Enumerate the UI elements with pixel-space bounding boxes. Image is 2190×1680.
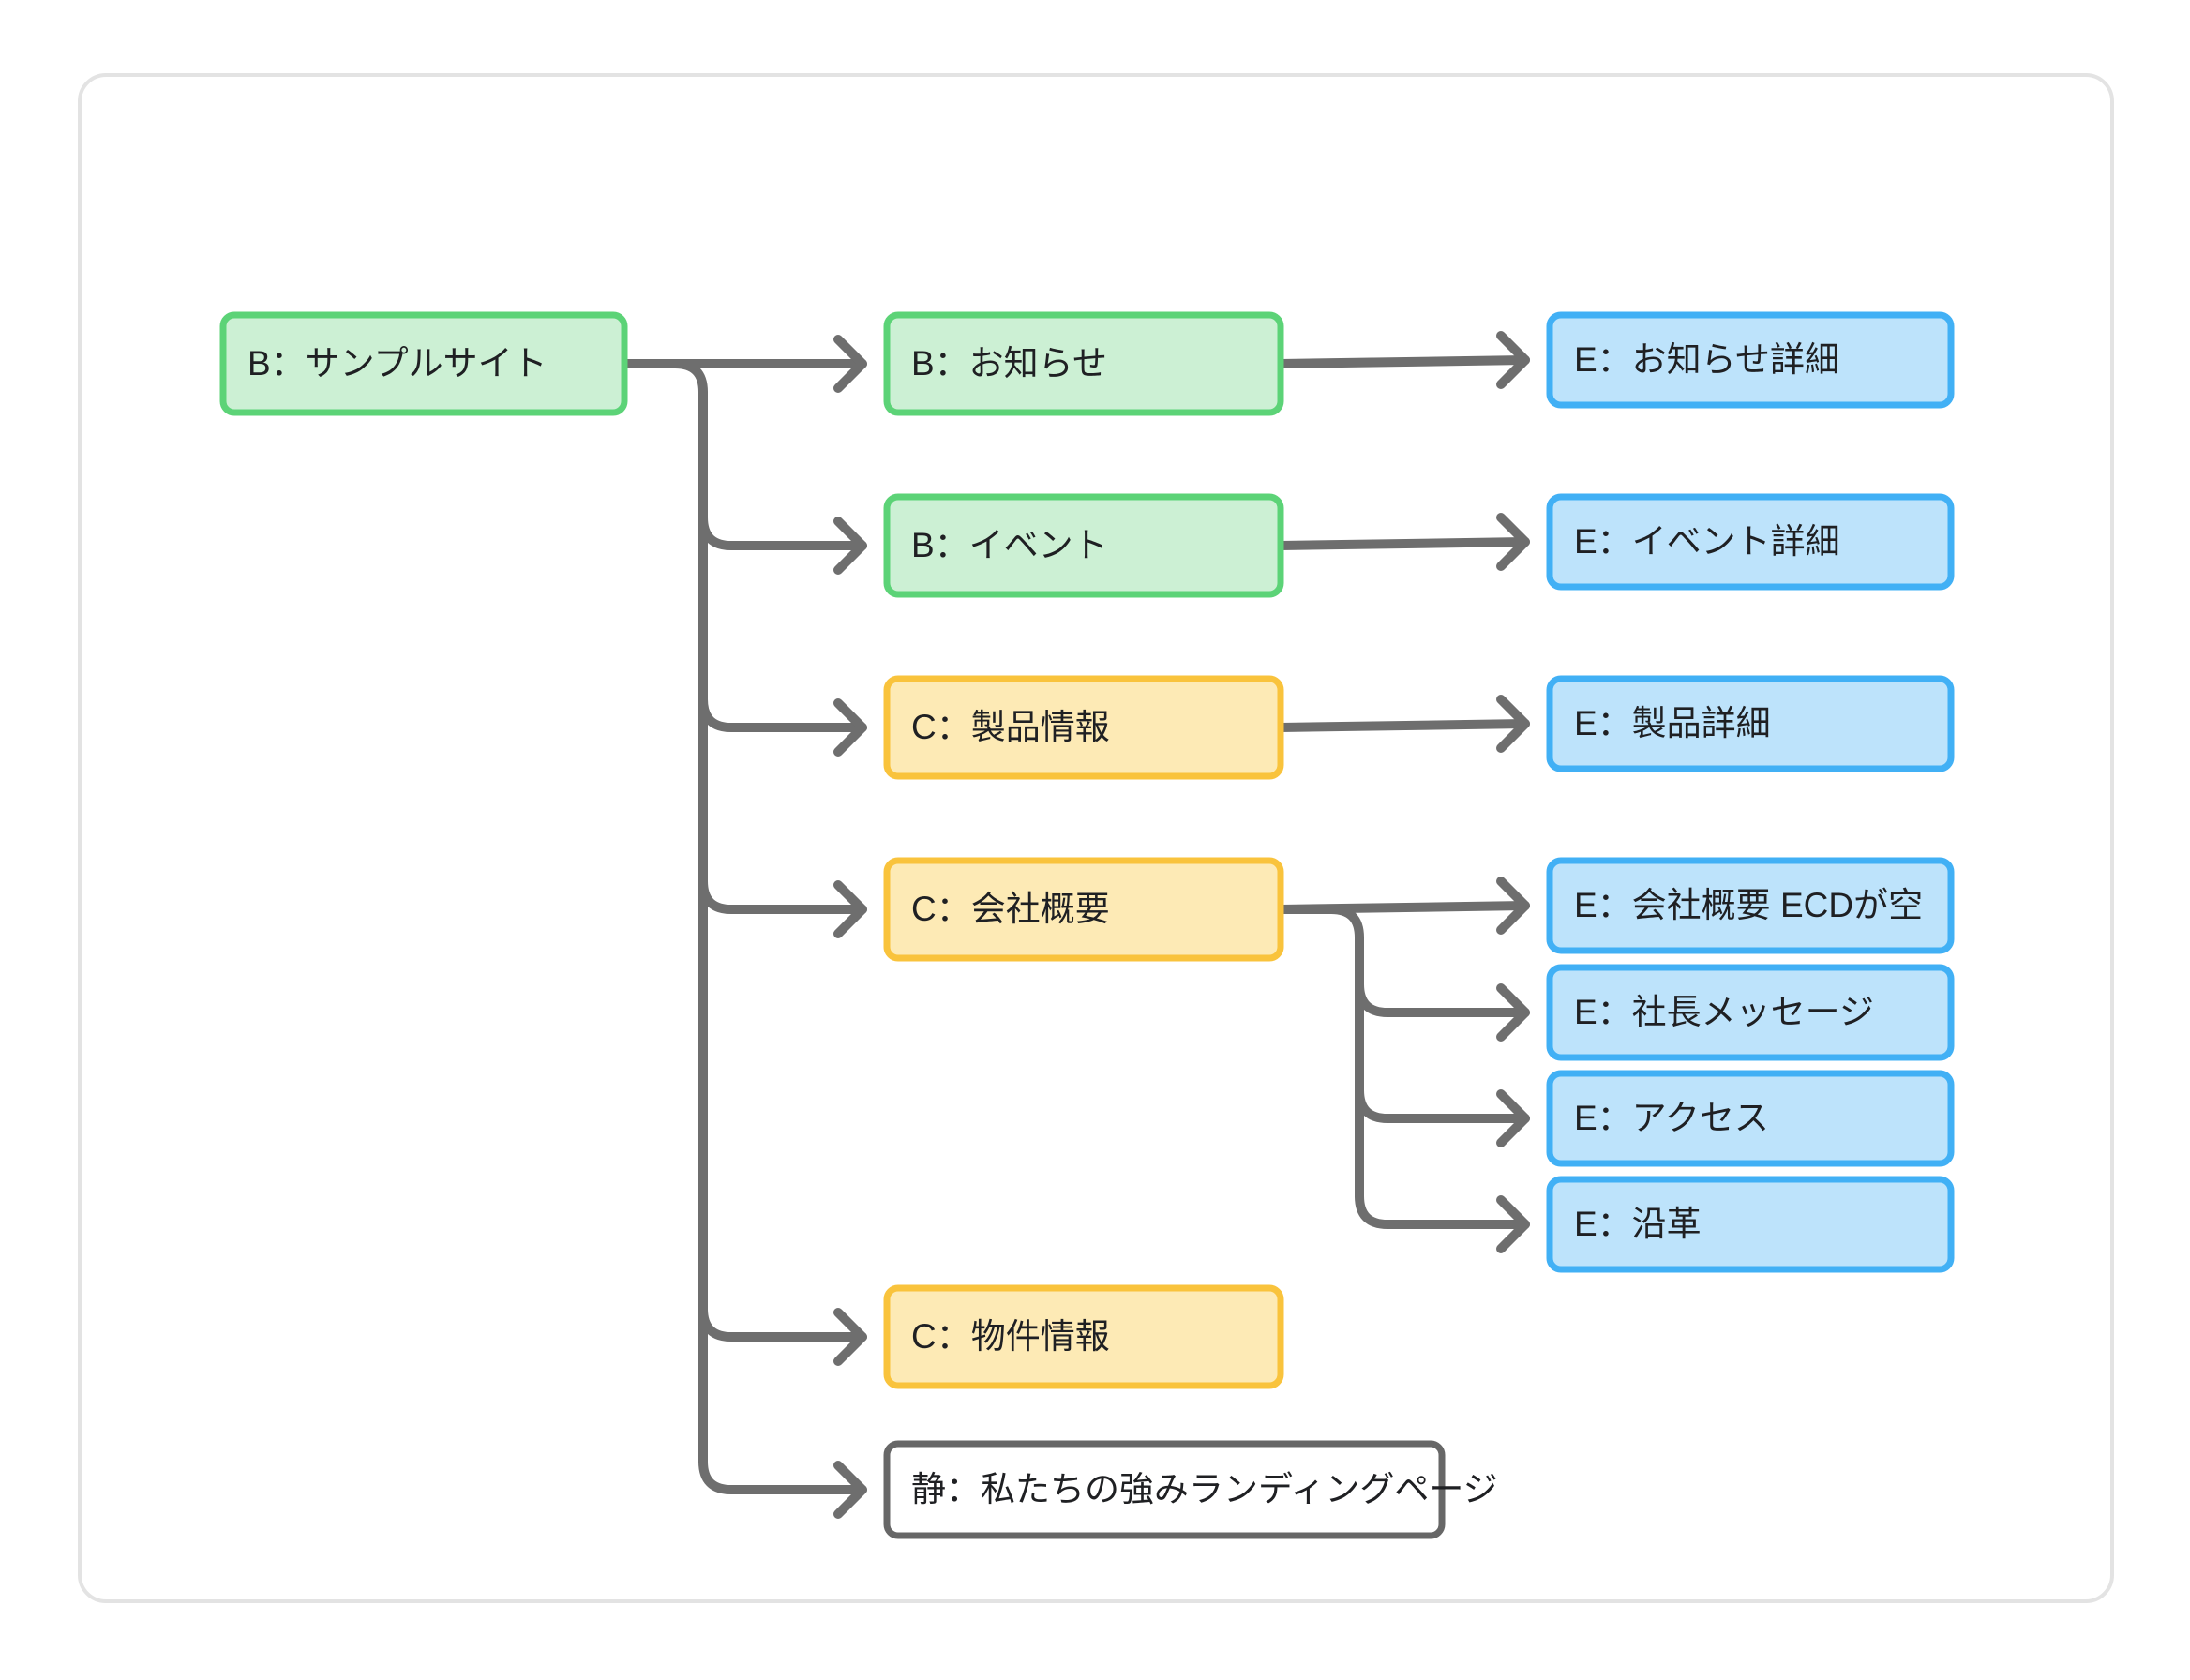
node-product-detail[interactable]: E：製品詳細 bbox=[1546, 675, 1955, 772]
node-product[interactable]: C：製品情報 bbox=[883, 675, 1284, 780]
node-box-event[interactable] bbox=[883, 493, 1284, 598]
node-box-ceo-message[interactable] bbox=[1546, 964, 1955, 1061]
node-label-root: B：サンプルサイト bbox=[248, 344, 548, 382]
node-access[interactable]: E：アクセス bbox=[1546, 1070, 1955, 1167]
node-company[interactable]: C：会社概要 bbox=[883, 857, 1284, 962]
node-box-product[interactable] bbox=[883, 675, 1284, 780]
node-label-ceo-message: E：社長メッセージ bbox=[1574, 993, 1874, 1031]
node-label-news: B：お知らせ bbox=[911, 344, 1107, 382]
node-label-company: C：会社概要 bbox=[911, 890, 1110, 928]
edge-arrowhead bbox=[1496, 1195, 1530, 1253]
edge-company-to-history bbox=[1355, 1192, 1530, 1229]
node-landing[interactable]: 静：私たちの強みランディングページ bbox=[883, 1440, 1498, 1539]
edge-arrowhead bbox=[833, 698, 867, 757]
edge-news-to-news-detail bbox=[1276, 355, 1530, 368]
node-history[interactable]: E：沿革 bbox=[1546, 1176, 1955, 1273]
edge-arrowhead bbox=[1496, 877, 1530, 935]
edge-event-to-event-detail bbox=[1276, 537, 1530, 550]
edge-root-to-landing bbox=[698, 1457, 867, 1494]
node-label-access: E：アクセス bbox=[1574, 1099, 1769, 1137]
edge-arrowhead bbox=[833, 880, 867, 938]
node-label-company-ecd: E：会社概要 ECDが空 bbox=[1574, 886, 1923, 924]
node-label-product-detail: E：製品詳細 bbox=[1574, 704, 1771, 742]
node-layer: B：サンプルサイト B：お知らせ B：イベント C：製品情報 C：会社概要 C：物件情報静… bbox=[219, 311, 1955, 1539]
node-box-news[interactable] bbox=[883, 311, 1284, 416]
node-label-property: C：物件情報 bbox=[911, 1317, 1110, 1356]
node-label-news-detail: E：お知らせ詳細 bbox=[1574, 340, 1839, 379]
node-property[interactable]: C：物件情報 bbox=[883, 1284, 1284, 1389]
edge-trunk-company bbox=[1276, 905, 1364, 1201]
node-box-root[interactable] bbox=[219, 311, 628, 416]
node-label-event: B：イベント bbox=[911, 526, 1108, 564]
node-ceo-message[interactable]: E：社長メッセージ bbox=[1546, 964, 1955, 1061]
edge-arrowhead bbox=[1496, 983, 1530, 1042]
node-box-access[interactable] bbox=[1546, 1070, 1955, 1167]
node-box-company[interactable] bbox=[883, 857, 1284, 962]
node-box-property[interactable] bbox=[883, 1284, 1284, 1389]
edge-arrowhead bbox=[833, 335, 867, 393]
node-box-news-detail[interactable] bbox=[1546, 311, 1955, 409]
node-box-event-detail[interactable] bbox=[1546, 493, 1955, 591]
edge-arrowhead bbox=[833, 1308, 867, 1366]
edge-arrowhead bbox=[833, 517, 867, 575]
node-box-company-ecd[interactable] bbox=[1546, 857, 1955, 954]
node-label-landing: 静：私たちの強みランディングページ bbox=[911, 1470, 1498, 1508]
node-box-landing[interactable] bbox=[883, 1440, 1446, 1539]
node-label-product: C：製品情報 bbox=[911, 708, 1110, 746]
node-label-event-detail: E：イベント詳細 bbox=[1574, 522, 1840, 561]
edge-arrowhead bbox=[1496, 695, 1530, 753]
node-news[interactable]: B：お知らせ bbox=[883, 311, 1284, 416]
edge-trunk-root bbox=[620, 359, 708, 1466]
node-root[interactable]: B：サンプルサイト bbox=[219, 311, 628, 416]
node-label-history: E：沿革 bbox=[1574, 1205, 1702, 1243]
edge-arrowhead bbox=[833, 1461, 867, 1519]
edge-layer bbox=[620, 331, 1530, 1519]
node-box-product-detail[interactable] bbox=[1546, 675, 1955, 772]
node-event[interactable]: B：イベント bbox=[883, 493, 1284, 598]
node-box-history[interactable] bbox=[1546, 1176, 1955, 1273]
node-news-detail[interactable]: E：お知らせ詳細 bbox=[1546, 311, 1955, 409]
edge-arrowhead bbox=[1496, 513, 1530, 571]
edge-product-to-product-detail bbox=[1276, 719, 1530, 732]
node-company-ecd[interactable]: E：会社概要 ECDが空 bbox=[1546, 857, 1955, 954]
edge-arrowhead bbox=[1496, 331, 1530, 389]
node-event-detail[interactable]: E：イベント詳細 bbox=[1546, 493, 1955, 591]
edge-arrowhead bbox=[1496, 1089, 1530, 1148]
